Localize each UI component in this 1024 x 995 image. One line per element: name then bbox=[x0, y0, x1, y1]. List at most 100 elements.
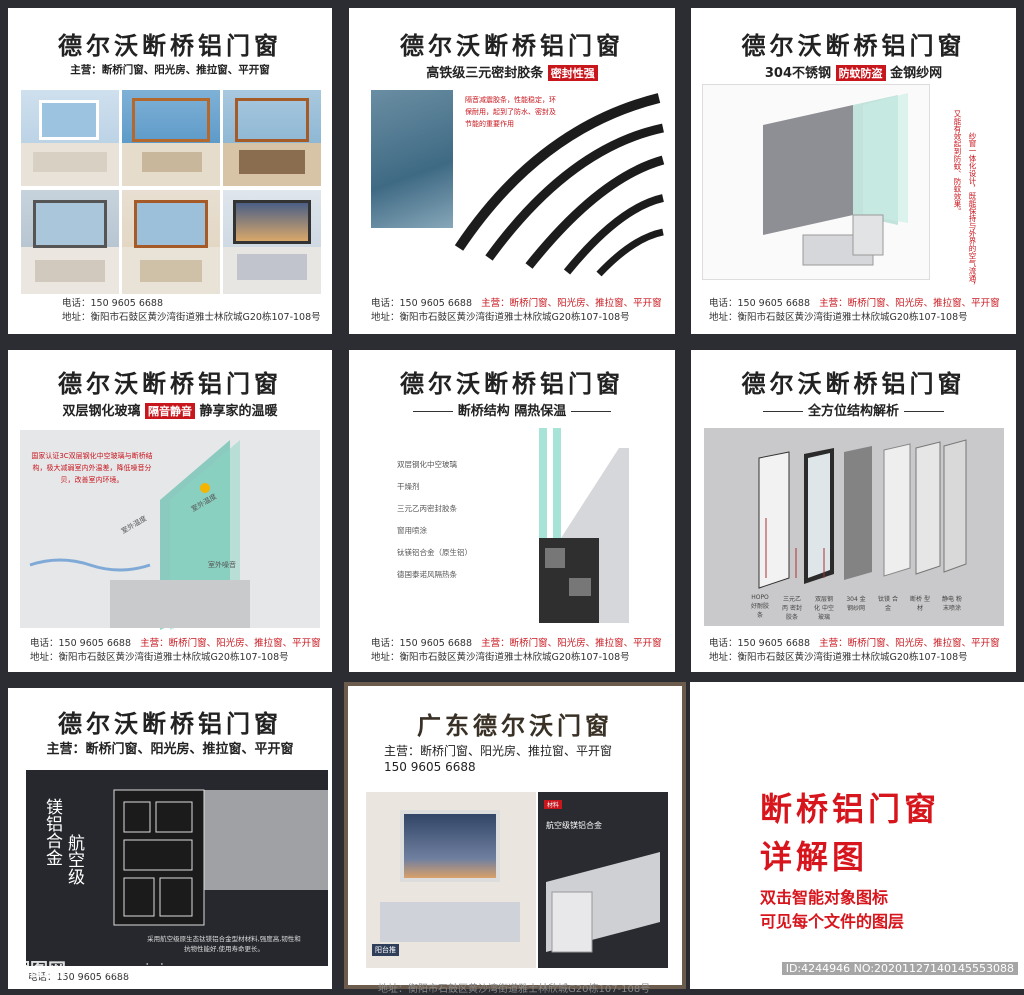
feature-tag: 隔音静音 bbox=[145, 403, 195, 419]
label-desiccant: 干燥剂 bbox=[397, 482, 420, 491]
rubber-seal-strips bbox=[454, 93, 665, 277]
subtitle-left: 304不锈钢 bbox=[764, 66, 832, 81]
aviation-grade-text: 航空级 bbox=[64, 834, 84, 885]
main-business: 主营：断桥门窗、阳光房、推拉窗、平开窗 bbox=[819, 638, 1000, 649]
rain-glass-photo bbox=[371, 90, 453, 228]
component-labels: HOPO 好耐胶条 三元乙丙 密封胶条 双层钢化 中空玻璃 304 金钢纱网 钛… bbox=[749, 594, 963, 621]
phone: 电话：150 9605 6688 bbox=[371, 298, 473, 309]
window-cross-section-icon bbox=[763, 93, 908, 266]
phone: 电话：150 9605 6688 bbox=[371, 638, 473, 649]
noise-label: 室外噪音 bbox=[208, 561, 236, 569]
room-photo: 阳台推 bbox=[366, 792, 536, 968]
address: 地址：衡阳市石鼓区黄沙湾街道雅士林欣城G20栋107-108号 bbox=[709, 312, 968, 323]
label-coating: 窗用喷涂 bbox=[397, 526, 427, 535]
address: 地址：衡阳市石鼓区黄沙湾街道雅士林欣城G20栋107-108号 bbox=[378, 984, 651, 995]
card-3: 德尔沃断桥铝门窗 304不锈钢 防蚊防盗 金钢纱网 纱窗一体化设计，既能保持与外… bbox=[691, 8, 1016, 334]
card-6: 德尔沃断桥铝门窗 全方位结构解析 HOPO 好耐胶条 三元乙丙 密封胶条 双层钢… bbox=[691, 350, 1016, 672]
main-business: 主营：断桥门窗、阳光房、推拉窗、平开窗 bbox=[140, 638, 321, 649]
label-profile: 断桥 型材 bbox=[910, 596, 930, 612]
label-epdm: 三元乙丙 密封胶条 bbox=[782, 596, 802, 621]
subtitle-text: 断桥结构 隔热保温 bbox=[457, 404, 567, 419]
contact-info: 电话：150 9605 6688 主营：断桥门窗、阳光房、推拉窗、平开窗 地址：… bbox=[709, 297, 1000, 325]
card-7: 德尔沃断桥铝门窗 主营：断桥门窗、阳光房、推拉窗、平开窗 镁铝合金 航空级 采用… bbox=[8, 688, 332, 989]
phone: 电话：150 9605 6688 bbox=[30, 638, 132, 649]
promo-headline-1: 断桥铝门窗 bbox=[760, 790, 941, 828]
contact-info: 电话：150 9605 6688 主营：断桥门窗、阳光房、推拉窗、平开窗 地址：… bbox=[371, 297, 662, 325]
card-title: 德尔沃断桥铝门窗 bbox=[741, 32, 966, 60]
glass-note: 国家认证3C双层钢化中空玻璃与断桥结构，极大减弱室内外温差，降低噪音分贝，改善室… bbox=[31, 452, 153, 484]
photo-grid bbox=[21, 90, 321, 294]
room-tag: 阳台推 bbox=[372, 944, 399, 956]
exploded-view bbox=[704, 428, 1004, 626]
address: 地址：衡阳市石鼓区黄沙湾街道雅士林欣城G20栋107-108号 bbox=[709, 652, 968, 663]
card-1: 德尔沃断桥铝门窗 主营：断桥门窗、阳光房、推拉窗、平开窗 电话：150 9605 bbox=[8, 8, 332, 334]
phone: 电话：150 9605 6688 bbox=[709, 638, 811, 649]
card-subtitle: 高铁级三元密封胶条 密封性强 bbox=[349, 62, 675, 81]
card-subtitle: 304不锈钢 防蚊防盗 金钢纱网 bbox=[691, 62, 1016, 81]
label-alloy: 钛镁铝合金（原生铝） bbox=[397, 548, 472, 557]
profile-icon bbox=[546, 852, 660, 953]
card-subtitle: 双层钢化玻璃 隔音静音 静享家的温暖 bbox=[8, 400, 332, 419]
subtitle-left: 双层钢化玻璃 bbox=[62, 404, 141, 419]
label-alloy: 钛镁 合金 bbox=[878, 596, 898, 612]
address: 地址：衡阳市石鼓区黄沙湾街道雅士林欣城G20栋107-108号 bbox=[30, 652, 289, 663]
room-photo-3 bbox=[223, 90, 321, 186]
card-title: 德尔沃断桥铝门窗 bbox=[400, 32, 624, 60]
address: 地址：衡阳市石鼓区黄沙湾街道雅士林欣城G20栋107-108号 bbox=[62, 312, 321, 323]
alloy-label: 航空级镁铝合金 bbox=[546, 821, 602, 830]
address: 地址：衡阳市石鼓区黄沙湾街道雅士林欣城G20栋107-108号 bbox=[371, 652, 630, 663]
promo-headline-2: 详解图 bbox=[760, 838, 869, 876]
alloy-text: 镁铝合金 bbox=[42, 798, 62, 866]
netting-note-2: 又能有效起到防蚊、防蚊效果。 bbox=[953, 110, 962, 215]
label-double-glass: 双层钢化 中空玻璃 bbox=[814, 596, 834, 621]
glass-diagram bbox=[20, 430, 320, 630]
label-thermal-strip: 德国泰诺风隔热条 bbox=[397, 570, 457, 579]
main-business: 主营：断桥门窗、阳光房、推拉窗、平开窗 bbox=[70, 64, 270, 76]
card-5: 德尔沃断桥铝门窗 断桥结构 隔热保温 双层钢化中空玻璃 干燥剂 三元乙丙密封胶条… bbox=[349, 350, 675, 672]
alloy-note: 采用航空级原生态钛镁铝合金型材材料,强度高,韧性和抗物性能好,使用寿命更长。 bbox=[147, 935, 301, 953]
room-photo-4 bbox=[21, 190, 119, 294]
subtitle-text: 高铁级三元密封胶条 bbox=[426, 66, 544, 81]
promo-hint-2: 可见每个文件的图层 bbox=[760, 912, 905, 931]
main-business: 主营：断桥门窗、阳光房、推拉窗、平开窗 bbox=[819, 298, 1000, 309]
main-business: 主营：断桥门窗、阳光房、推拉窗、平开窗 bbox=[481, 638, 662, 649]
promo-panel: 断桥铝门窗 详解图 双击智能对象图标 可见每个文件的图层 bbox=[690, 682, 1024, 989]
card-title: 德尔沃断桥铝门窗 bbox=[58, 32, 282, 60]
address: 地址：衡阳市石鼓区黄沙湾街道雅士林欣城G20栋107-108号 bbox=[371, 312, 630, 323]
phone: 电话：150 9605 6688 bbox=[709, 298, 811, 309]
room-photo-2 bbox=[122, 90, 220, 186]
contact-info: 电话：150 9605 6688 主营：断桥门窗、阳光房、推拉窗、平开窗 地址：… bbox=[709, 637, 1000, 665]
card-8: 广东德尔沃门窗 主营：断桥门窗、阳光房、推拉窗、平开窗 150 9605 668… bbox=[344, 682, 686, 995]
contact-info: 电话：150 9605 6688 主营：断桥门窗、阳光房、推拉窗、平开窗 地址：… bbox=[371, 637, 662, 665]
main-business: 主营：断桥门窗、阳光房、推拉窗、平开窗 bbox=[481, 298, 662, 309]
product-photo bbox=[702, 84, 930, 280]
card-4: 德尔沃断桥铝门窗 双层钢化玻璃 隔音静音 静享家的温暖 国家认证3C双层钢化中空… bbox=[8, 350, 332, 672]
netting-note-1: 纱窗一体化设计，既能保持与外界的空气流通， bbox=[968, 132, 977, 290]
alloy-product-panel: 材料 航空级镁铝合金 bbox=[538, 792, 668, 968]
promo-hint-1: 双击智能对象图标 bbox=[760, 888, 889, 907]
card-title: 德尔沃断桥铝门窗 bbox=[400, 370, 624, 398]
room-photo-1 bbox=[21, 90, 119, 186]
watermark-id: ID:4244946 NO:20201127140145553088 bbox=[781, 962, 1018, 975]
structure-labels: 双层钢化中空玻璃 干燥剂 三元乙丙密封胶条 窗用喷涂 钛镁铝合金（原生铝） 德国… bbox=[397, 454, 472, 586]
contact-info: 电话：150 9605 6688 地址：衡阳市石鼓区黄沙湾街道雅士林欣城G20栋… bbox=[62, 297, 321, 325]
label-hopo: HOPO 好耐胶条 bbox=[750, 594, 769, 619]
card-title: 德尔沃断桥铝门窗 bbox=[58, 710, 282, 738]
card-2: 德尔沃断桥铝门窗 高铁级三元密封胶条 密封性强 隔音减震胶条，性能稳定，环保耐用… bbox=[349, 8, 675, 334]
label-seal: 三元乙丙密封胶条 bbox=[397, 504, 457, 513]
card-title: 广东德尔沃门窗 bbox=[417, 712, 613, 740]
main-business: 主营：断桥门窗、阳光房、推拉窗、平开窗 bbox=[46, 742, 294, 757]
card-subtitle: 全方位结构解析 bbox=[691, 400, 1016, 419]
phone: 电话：150 9605 6688 bbox=[62, 298, 164, 309]
card-title: 德尔沃断桥铝门窗 bbox=[741, 370, 966, 398]
label-glass: 双层钢化中空玻璃 bbox=[397, 460, 457, 469]
seal-note: 隔音减震胶条，性能稳定，环保耐用，起到了防水、密封及节能的重要作用 bbox=[465, 96, 556, 128]
feature-tag: 密封性强 bbox=[547, 65, 598, 81]
alloy-panel: 镁铝合金 航空级 采用航空级原生态钛镁铝合金型材材料,强度高,韧性和抗物性能好,… bbox=[26, 770, 328, 966]
card-subtitle: 断桥结构 隔热保温 bbox=[349, 400, 675, 419]
aluminum-profile-icon bbox=[113, 789, 328, 926]
room-photo-6 bbox=[223, 190, 321, 294]
label-powder: 静电 粉末喷涂 bbox=[942, 596, 962, 612]
subtitle-right: 金钢纱网 bbox=[890, 66, 943, 81]
main-business: 主营：断桥门窗、阳光房、推拉窗、平开窗 bbox=[384, 744, 613, 758]
